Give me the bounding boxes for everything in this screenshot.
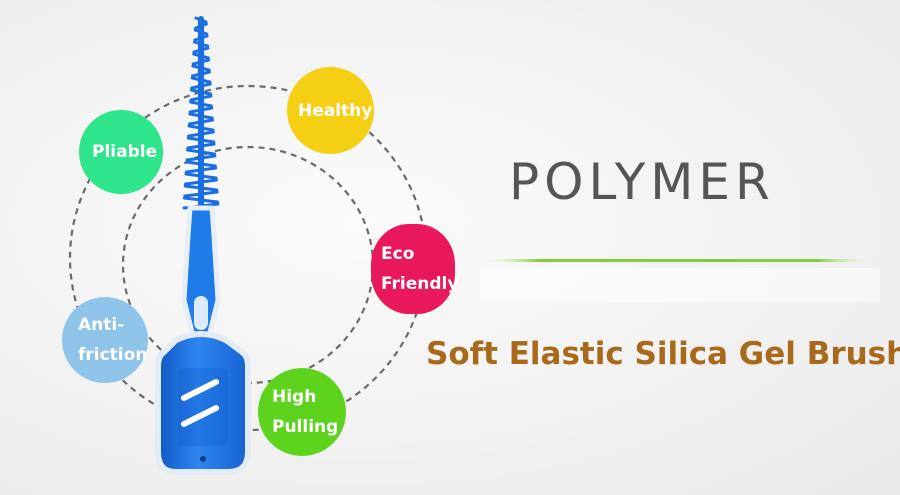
green-divider	[478, 259, 878, 262]
feature-bubble-healthy: Healthy	[287, 67, 374, 154]
interdental-brush-icon	[155, 16, 251, 475]
feature-label-line2: friction	[78, 345, 148, 365]
product-headline: Soft Elastic Silica Gel Brush	[426, 336, 900, 372]
feature-bubble-pliable: Pliable	[79, 110, 163, 194]
feature-label-line1: High	[272, 387, 317, 407]
feature-bubble-anti-friction: Anti- friction	[62, 297, 148, 383]
feature-label-line1: Eco	[381, 244, 415, 264]
soft-shadow-band	[480, 268, 880, 302]
feature-bubble-eco-friendly: Eco Friendly	[371, 224, 459, 314]
feature-label-line2: Friendly	[381, 274, 459, 294]
feature-label-line2: Pulling	[272, 417, 339, 437]
inner-dashed-ring	[121, 145, 375, 385]
product-name: POLYMER	[509, 153, 775, 211]
feature-label: Healthy	[298, 100, 373, 121]
feature-label-line1: Anti-	[78, 315, 125, 335]
feature-bubble-high-pulling: High Pulling	[258, 368, 346, 456]
feature-label: Pliable	[92, 142, 158, 162]
